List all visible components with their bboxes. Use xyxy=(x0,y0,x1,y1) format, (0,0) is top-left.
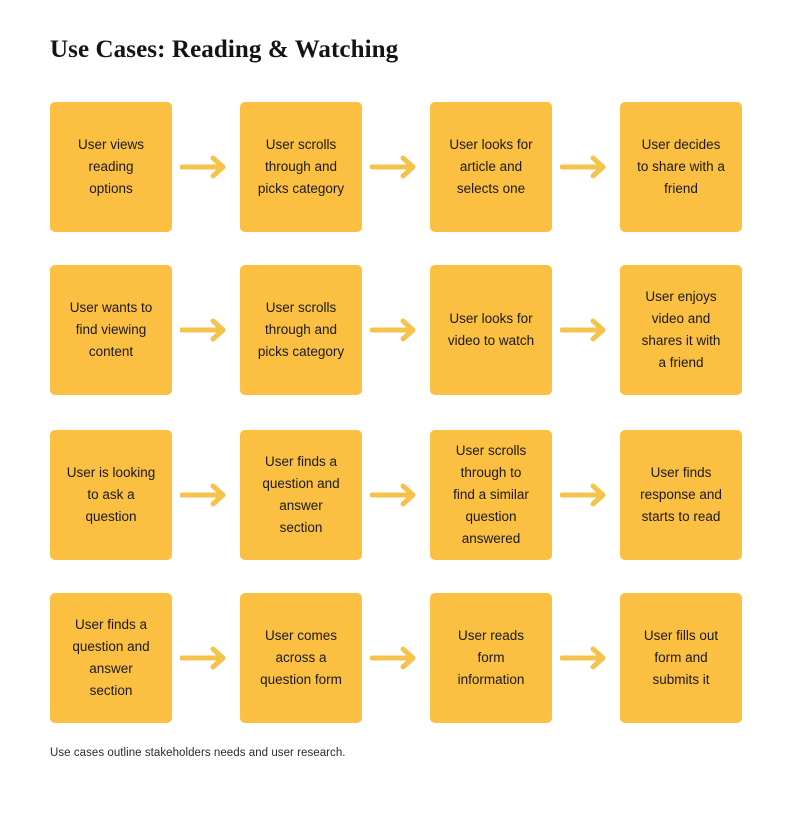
flow-node-label: User fills out form and submits it xyxy=(643,628,719,687)
arrow-right-icon xyxy=(370,155,416,179)
flow-node[interactable]: User scrolls through and picks category xyxy=(240,102,362,232)
flow-node-label: User finds a question and answer section xyxy=(262,454,340,535)
flow-connector xyxy=(552,593,620,723)
diagram-caption: Use cases outline stakeholders needs and… xyxy=(50,747,346,759)
flow-node-label: User scrolls through and picks category xyxy=(257,300,345,359)
flow-connector xyxy=(362,102,430,232)
flow-node[interactable]: User finds a question and answer section xyxy=(240,430,362,560)
flow-node[interactable]: User views reading options xyxy=(50,102,172,232)
flow-node[interactable]: User comes across a question form xyxy=(240,593,362,723)
flow-node-label: User looks for article and selects one xyxy=(449,137,533,196)
flow-node[interactable]: User enjoys video and shares it with a f… xyxy=(620,265,742,395)
row-spacer xyxy=(50,560,742,593)
flow-diagram: User views reading options User scrolls … xyxy=(50,102,742,723)
arrow-right-icon xyxy=(180,646,226,670)
flow-connector xyxy=(172,430,240,560)
flow-node[interactable]: User scrolls through to find a similar q… xyxy=(430,430,552,560)
flow-node-label: User views reading options xyxy=(77,137,144,196)
arrow-right-icon xyxy=(370,318,416,342)
row-spacer xyxy=(50,395,742,430)
flow-node[interactable]: User decides to share with a friend xyxy=(620,102,742,232)
flow-row-form: User finds a question and answer section… xyxy=(50,593,742,723)
flow-row-question: User is looking to ask a question User f… xyxy=(50,430,742,560)
flow-connector xyxy=(172,265,240,395)
flow-row-watching: User wants to find viewing content User … xyxy=(50,265,742,395)
arrow-right-icon xyxy=(560,483,606,507)
flow-node-label: User finds a question and answer section xyxy=(72,617,150,698)
page-title: Use Cases: Reading & Watching xyxy=(50,36,399,63)
arrow-right-icon xyxy=(370,483,416,507)
flow-node-label: User is looking to ask a question xyxy=(66,465,156,524)
flow-node[interactable]: User scrolls through and picks category xyxy=(240,265,362,395)
flow-node-label: User enjoys video and shares it with a f… xyxy=(641,289,721,370)
arrow-right-icon xyxy=(560,646,606,670)
flow-node-label: User scrolls through and picks category xyxy=(257,137,345,196)
flow-connector xyxy=(362,430,430,560)
flow-connector xyxy=(552,102,620,232)
flow-node[interactable]: User finds a question and answer section xyxy=(50,593,172,723)
flow-node[interactable]: User reads form information xyxy=(430,593,552,723)
row-spacer xyxy=(50,232,742,265)
arrow-right-icon xyxy=(180,155,226,179)
arrow-right-icon xyxy=(560,318,606,342)
arrow-right-icon xyxy=(560,155,606,179)
flow-node[interactable]: User fills out form and submits it xyxy=(620,593,742,723)
flow-node-label: User finds response and starts to read xyxy=(640,465,722,524)
flow-node[interactable]: User wants to find viewing content xyxy=(50,265,172,395)
flow-node-label: User comes across a question form xyxy=(260,628,342,687)
flow-connector xyxy=(362,265,430,395)
flow-node[interactable]: User looks for video to watch xyxy=(430,265,552,395)
flow-row-reading: User views reading options User scrolls … xyxy=(50,102,742,232)
arrow-right-icon xyxy=(370,646,416,670)
flow-connector xyxy=(172,593,240,723)
flow-node-label: User wants to find viewing content xyxy=(69,300,153,359)
arrow-right-icon xyxy=(180,483,226,507)
flow-node[interactable]: User looks for article and selects one xyxy=(430,102,552,232)
flow-node[interactable]: User finds response and starts to read xyxy=(620,430,742,560)
flow-node-label: User decides to share with a friend xyxy=(637,137,725,196)
arrow-right-icon xyxy=(180,318,226,342)
flow-connector xyxy=(552,430,620,560)
flow-connector xyxy=(552,265,620,395)
flow-node-label: User looks for video to watch xyxy=(447,311,535,348)
flow-node-label: User scrolls through to find a similar q… xyxy=(453,443,529,546)
flow-connector xyxy=(362,593,430,723)
flow-node[interactable]: User is looking to ask a question xyxy=(50,430,172,560)
flow-node-label: User reads form information xyxy=(457,628,525,687)
flow-connector xyxy=(172,102,240,232)
